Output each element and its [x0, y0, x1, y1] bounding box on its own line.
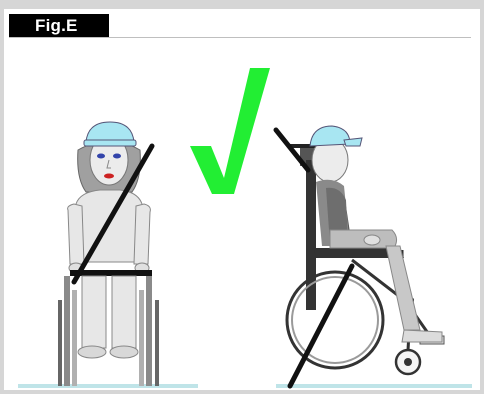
- floor-line-left: [18, 384, 198, 388]
- floor-line-right: [276, 384, 472, 388]
- checkmark-icon: [190, 68, 270, 194]
